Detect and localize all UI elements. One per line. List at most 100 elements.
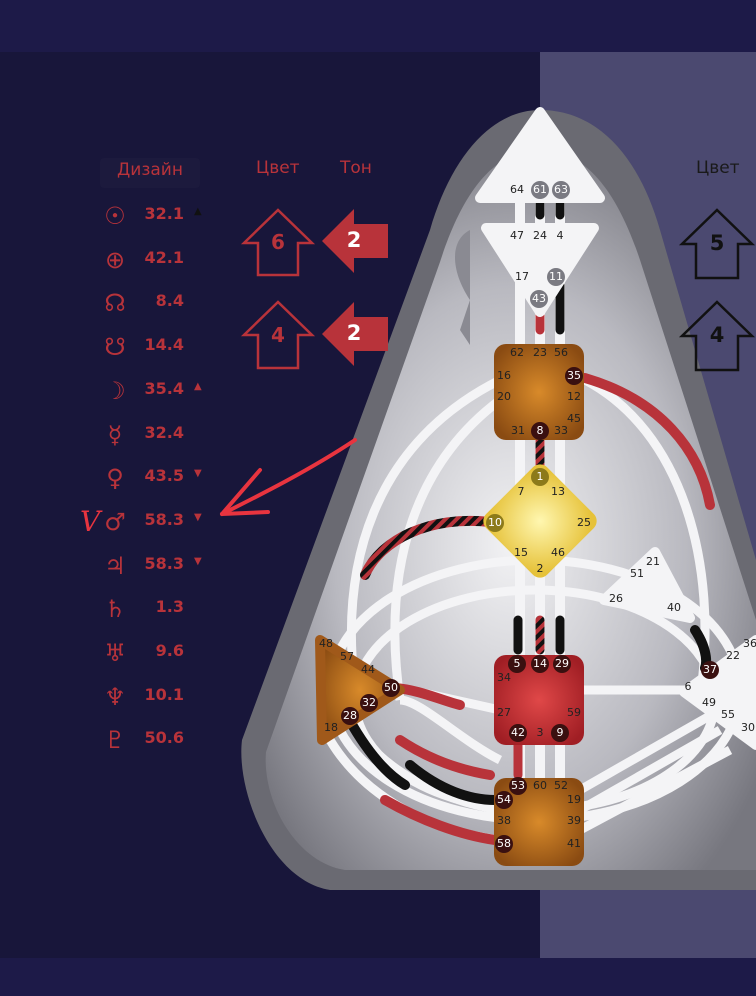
solar-plexus-center: [679, 635, 756, 750]
planet-value: 35.4: [144, 378, 184, 398]
gate-47[interactable]: 47: [510, 229, 524, 242]
planet-row[interactable]: ☿32.4: [100, 420, 230, 450]
planet-row[interactable]: ☊8.4: [100, 288, 230, 318]
heart-center: [599, 547, 695, 623]
gate-62[interactable]: 62: [510, 346, 524, 359]
gate-41[interactable]: 41: [567, 837, 581, 850]
gate-61[interactable]: 61: [531, 181, 549, 199]
gate-12[interactable]: 12: [567, 390, 581, 403]
gate-32[interactable]: 32: [360, 694, 378, 712]
gate-20[interactable]: 20: [497, 390, 511, 403]
throat-center: [494, 344, 584, 440]
gate-14[interactable]: 14: [531, 655, 549, 673]
planet-row[interactable]: ♇50.6: [100, 725, 230, 755]
gate-29[interactable]: 29: [553, 655, 571, 673]
gate-31[interactable]: 31: [511, 424, 525, 437]
gate-56[interactable]: 56: [554, 346, 568, 359]
gate-21[interactable]: 21: [646, 555, 660, 568]
design-tone-arrow-1: [322, 209, 388, 273]
gate-24[interactable]: 24: [533, 229, 547, 242]
gate-42[interactable]: 42: [509, 724, 527, 742]
planet-row[interactable]: ♅9.6: [100, 638, 230, 668]
gate-27[interactable]: 27: [497, 706, 511, 719]
gate-17[interactable]: 17: [515, 270, 529, 283]
gate-46[interactable]: 46: [551, 546, 565, 559]
gate-30[interactable]: 30: [741, 721, 755, 734]
gate-43[interactable]: 43: [530, 290, 548, 308]
gate-48[interactable]: 48: [319, 637, 333, 650]
planet-row[interactable]: ♂58.3▼: [100, 507, 230, 537]
planet-value: 58.3: [144, 509, 184, 529]
gate-5[interactable]: 5: [508, 655, 526, 673]
gate-10[interactable]: 10: [486, 514, 504, 532]
gate-1[interactable]: 1: [531, 468, 549, 486]
gate-58[interactable]: 58: [495, 835, 513, 853]
planet-row[interactable]: ☋14.4: [100, 332, 230, 362]
gate-52[interactable]: 52: [554, 779, 568, 792]
check-mark-annotation: V: [80, 505, 101, 538]
gate-16[interactable]: 16: [497, 369, 511, 382]
gate-2[interactable]: 2: [536, 562, 544, 575]
planet-row[interactable]: ♄1.3: [100, 594, 230, 624]
gate-36[interactable]: 36: [743, 637, 756, 650]
gate-44[interactable]: 44: [361, 663, 375, 676]
right-color-value-2: 4: [709, 323, 725, 347]
gate-18[interactable]: 18: [324, 721, 338, 734]
gate-33[interactable]: 33: [554, 424, 568, 437]
gate-34[interactable]: 34: [497, 671, 511, 684]
gate-19[interactable]: 19: [567, 793, 581, 806]
gate-39[interactable]: 39: [567, 814, 581, 827]
saturn-icon: ♄: [104, 595, 126, 624]
gate-50[interactable]: 50: [382, 679, 400, 697]
bottom-bar: [0, 958, 756, 996]
mercury-icon: ☿: [107, 420, 123, 449]
gate-13[interactable]: 13: [551, 485, 565, 498]
gate-53[interactable]: 53: [509, 777, 527, 795]
gate-4[interactable]: 4: [556, 229, 564, 242]
gate-45[interactable]: 45: [567, 412, 581, 425]
planet-row[interactable]: ♆10.1: [100, 682, 230, 712]
gate-55[interactable]: 55: [721, 708, 735, 721]
planet-row[interactable]: ☽35.4▲: [100, 376, 230, 406]
planet-mark: ▲: [194, 380, 202, 392]
planet-value: 32.1: [144, 204, 184, 223]
gate-15[interactable]: 15: [514, 546, 528, 559]
planet-value: 43.5: [144, 466, 184, 486]
gate-25[interactable]: 25: [577, 516, 591, 529]
gate-54[interactable]: 54: [495, 791, 513, 809]
gate-63[interactable]: 63: [552, 181, 570, 199]
gate-26[interactable]: 26: [609, 592, 623, 605]
planet-row[interactable]: ♃58.3▼: [100, 551, 230, 581]
gate-7[interactable]: 7: [517, 485, 525, 498]
neptune-icon: ♆: [104, 682, 126, 711]
right-color-arrow-2: [678, 300, 756, 372]
planet-row[interactable]: ⊕42.1: [100, 245, 230, 275]
gate-35[interactable]: 35: [565, 367, 583, 385]
earth-icon: ⊕: [104, 245, 126, 274]
gate-37[interactable]: 37: [701, 661, 719, 679]
gate-9[interactable]: 9: [551, 724, 569, 742]
design-header[interactable]: Дизайн: [100, 158, 200, 188]
gate-8[interactable]: 8: [531, 422, 549, 440]
gate-60[interactable]: 60: [533, 779, 547, 792]
gate-6[interactable]: 6: [684, 680, 692, 693]
gate-51[interactable]: 51: [630, 567, 644, 580]
gate-38[interactable]: 38: [497, 814, 511, 827]
planet-row[interactable]: ☉32.1▲: [100, 201, 230, 231]
gate-11[interactable]: 11: [547, 268, 565, 286]
gate-22[interactable]: 22: [726, 649, 740, 662]
gate-59[interactable]: 59: [567, 706, 581, 719]
planet-row[interactable]: ♀43.5▼: [100, 463, 230, 493]
planet-value: 8.4: [155, 291, 184, 311]
design-tone-arrow-2: [322, 302, 388, 366]
planet-mark: ▲: [194, 206, 202, 217]
gate-49[interactable]: 49: [702, 696, 716, 709]
gate-28[interactable]: 28: [341, 707, 359, 725]
planet-value: 14.4: [144, 335, 184, 355]
gate-23[interactable]: 23: [533, 346, 547, 359]
gate-40[interactable]: 40: [667, 601, 681, 614]
gate-64[interactable]: 64: [510, 183, 524, 196]
gate-3[interactable]: 3: [536, 726, 544, 739]
gate-57[interactable]: 57: [340, 650, 354, 663]
